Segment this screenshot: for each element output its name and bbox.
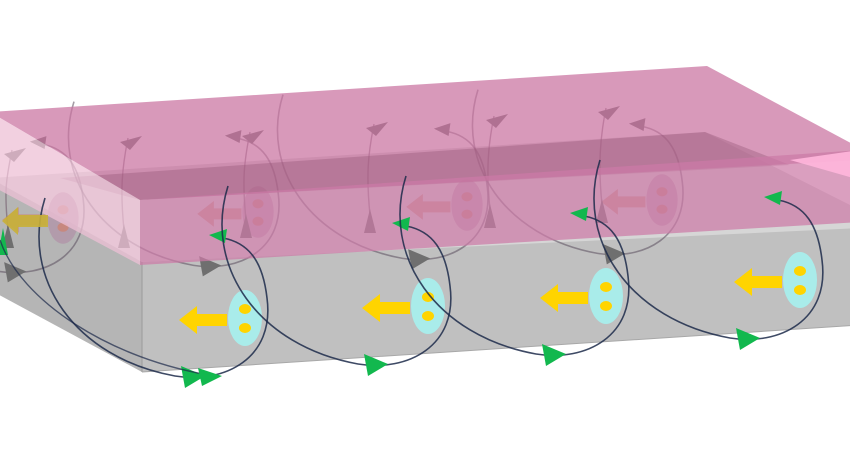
green-arrowhead-icon xyxy=(0,228,8,255)
layer-side-face xyxy=(0,117,140,265)
green-arrowhead-icon xyxy=(764,191,782,205)
green-arrowhead-icon xyxy=(408,249,431,270)
electron-dot xyxy=(239,323,251,333)
electron-dot xyxy=(794,266,806,276)
current-arrow-icon xyxy=(2,207,48,235)
electron-dot xyxy=(600,301,612,311)
current-arrow-icon xyxy=(540,284,588,312)
green-arrowhead-icon xyxy=(199,256,222,277)
green-arrowhead-icon xyxy=(181,366,205,388)
green-arrowhead-icon xyxy=(542,344,566,366)
cooper-pair-icon xyxy=(783,252,817,308)
green-arrowhead-icon xyxy=(198,368,222,386)
cooper-pair-icon xyxy=(589,268,623,324)
layer-right-face xyxy=(790,151,850,178)
cooper-pair-icon xyxy=(411,278,445,334)
electron-dot xyxy=(422,311,434,321)
front-units xyxy=(0,159,824,388)
electron-dot xyxy=(794,285,806,295)
superconducting-layer xyxy=(0,66,850,265)
magnetic-field-line-icon xyxy=(221,185,452,367)
layer-front-face xyxy=(140,150,850,265)
layer-shadow-band xyxy=(60,132,790,200)
electron-dot xyxy=(600,282,612,292)
current-arrow-icon xyxy=(362,294,410,322)
front-unit xyxy=(399,175,630,366)
electron-dot xyxy=(239,304,251,314)
green-arrowhead-icon xyxy=(4,262,27,283)
front-unit xyxy=(221,185,452,376)
green-arrowhead-icon xyxy=(603,244,626,265)
front-unit xyxy=(593,159,824,350)
current-arrow-icon xyxy=(734,268,782,296)
green-arrowhead-icon xyxy=(736,328,760,350)
magnetic-field-line-icon xyxy=(0,239,216,377)
substrate-front-face xyxy=(142,228,850,372)
substrate-side-face xyxy=(0,183,142,372)
green-arrowhead-icon xyxy=(364,354,388,376)
cooper-pair-icon xyxy=(228,290,262,346)
magnetic-field-line-icon xyxy=(593,159,824,341)
green-arrowhead-icon xyxy=(570,207,588,221)
current-arrow-icon xyxy=(179,306,227,334)
electron-dot xyxy=(422,292,434,302)
left-edge-unit xyxy=(0,207,222,386)
magnetic-field-line-icon xyxy=(399,175,630,357)
